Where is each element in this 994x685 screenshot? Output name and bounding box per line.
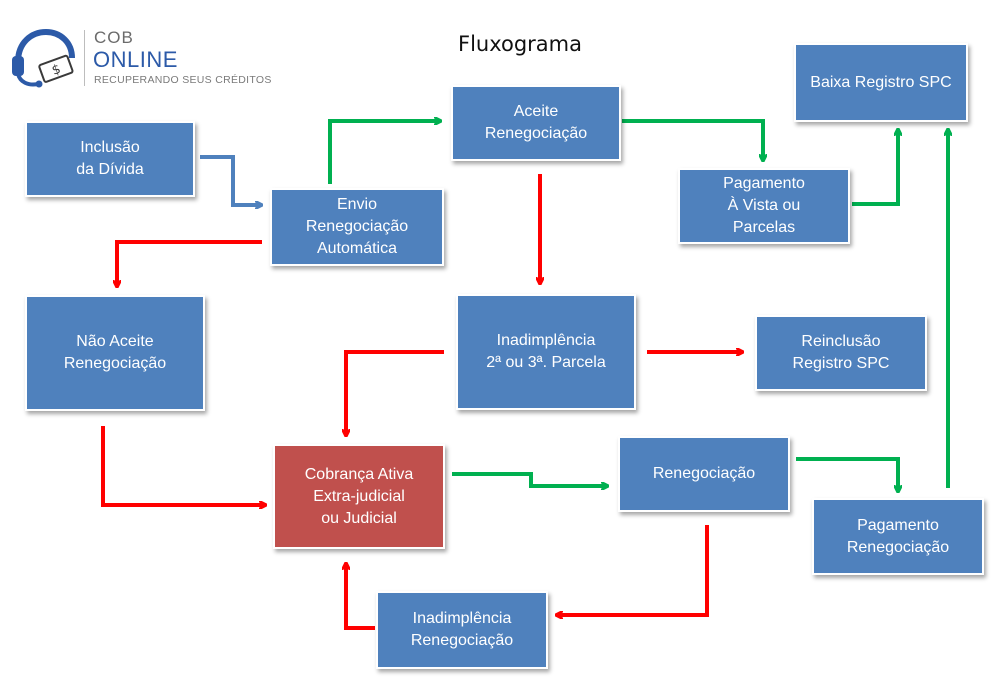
logo: $ COB ONLINE RECUPERANDO SEUS CRÉDITOS: [8, 28, 278, 90]
headset-money-icon: $: [12, 28, 75, 88]
node-inadimplencia-renegociacao: Inadimplência Renegociação: [376, 591, 548, 669]
arrow-inadreneg-cobranca: [346, 563, 375, 630]
node-pagamento-renegociacao: Pagamento Renegociação: [812, 498, 984, 575]
arrow-pagamento-baixa: [852, 129, 898, 206]
logo-separator: [84, 30, 85, 86]
arrow-naoaceite-cobranca: [101, 426, 266, 505]
arrow-inclusao-envio: [200, 155, 262, 205]
node-cobranca-ativa: Cobrança Ativa Extra-judicial ou Judicia…: [273, 444, 445, 549]
arrow-renegociacao-pagamento: [796, 457, 898, 492]
node-inclusao-divida: Inclusão da Dívida: [25, 121, 195, 197]
node-aceite-renegociacao: Aceite Renegociação: [451, 85, 621, 161]
node-reinclusao-registro-spc: Reinclusão Registro SPC: [755, 315, 927, 391]
arrow-envio-naoaceite: [117, 240, 262, 287]
node-pagamento-a-vista: Pagamento À Vista ou Parcelas: [678, 168, 850, 244]
logo-line2: ONLINE: [93, 47, 178, 72]
arrow-envio-aceite: [328, 121, 441, 184]
page-title: Fluxograma: [457, 32, 582, 56]
node-inadimplencia-parcela: Inadimplência 2ª ou 3ª. Parcela: [456, 294, 636, 410]
logo-tagline: RECUPERANDO SEUS CRÉDITOS: [94, 74, 272, 86]
arrow-aceite-pagamento: [622, 119, 763, 161]
arrow-cobranca-renegociacao: [452, 472, 608, 486]
node-baixa-registro-spc: Baixa Registro SPC: [794, 43, 968, 122]
node-renegociacao: Renegociação: [618, 436, 790, 512]
logo-line1: COB: [94, 28, 134, 47]
arrow-inadimplencia-cobranca: [346, 350, 444, 436]
arrow-renegociacao-inadimplencia: [556, 525, 709, 615]
node-envio-renegociacao: Envio Renegociação Automática: [270, 188, 444, 266]
node-nao-aceite: Não Aceite Renegociação: [25, 295, 205, 411]
